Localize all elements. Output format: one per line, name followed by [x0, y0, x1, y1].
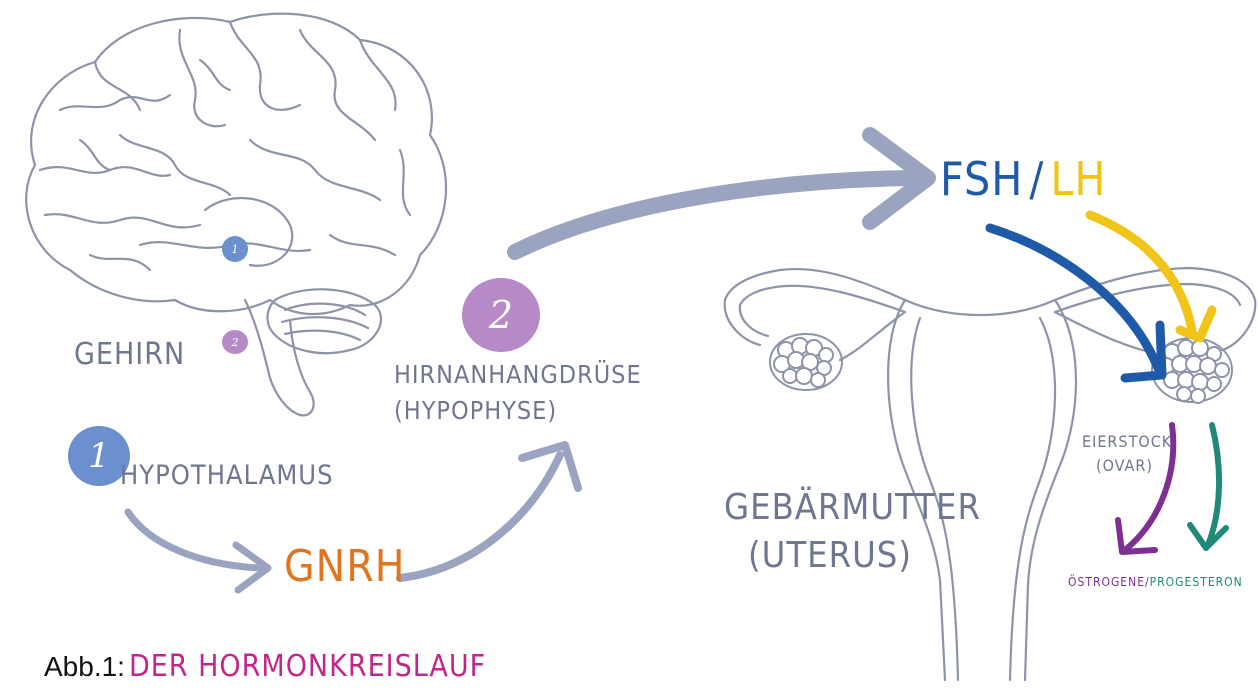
fsh-text: FSH [940, 152, 1023, 206]
ovary-label-line2: (Ovar) [1096, 458, 1153, 474]
hormones-output-label: Östrogene/Progesteron [1068, 576, 1243, 588]
gnrh-to-pituitary-arrow [400, 455, 560, 578]
pituitary-label-line1: Hirnanhangdrüse [394, 362, 642, 387]
brain-label: Gehirn [74, 340, 185, 370]
brain-hypothalamus-marker: 1 [222, 236, 248, 262]
figure-caption: Abb.1:Der Hormonkreislauf [44, 652, 486, 682]
left-ovary [770, 334, 842, 390]
fsh-lh-label: FSH/LH [940, 156, 1107, 202]
fsh-lh-slash: / [1023, 152, 1050, 206]
progesterone-text: Progesteron [1150, 575, 1243, 589]
estrogen-text: Östrogene [1068, 575, 1145, 589]
uterus-label-line1: Gebärmutter [724, 490, 981, 526]
caption-prefix: Abb.1: [44, 651, 125, 682]
pituitary-label-line2: (Hypophyse) [394, 398, 557, 423]
progesterone-arrow [1208, 425, 1219, 545]
caption-title: Der Hormonkreislauf [125, 649, 486, 684]
brain-pituitary-marker: 2 [222, 330, 248, 354]
gnrh-label: GNRH [284, 545, 406, 589]
lh-text: LH [1050, 152, 1106, 206]
pituitary-to-fsh-lh-arrow [515, 178, 910, 252]
pituitary-badge: 2 [462, 278, 540, 352]
hypothalamus-label: Hypothalamus [120, 462, 334, 489]
ovary-label-line1: Eierstock [1082, 434, 1172, 450]
hypothalamus-to-gnrh-arrow [128, 512, 260, 568]
uterus-label-line2: (Uterus) [748, 538, 912, 574]
